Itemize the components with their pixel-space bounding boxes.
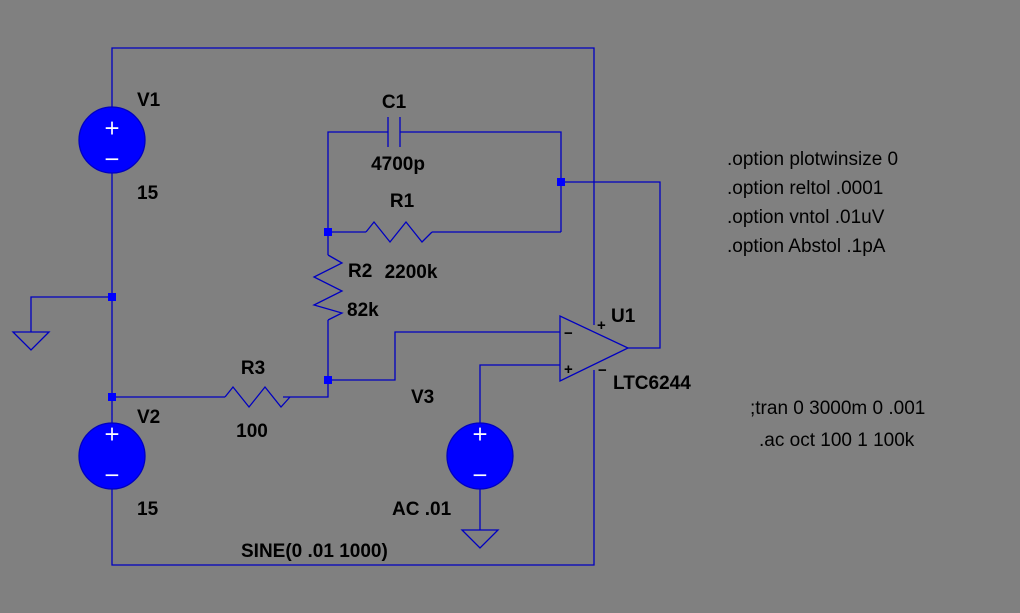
r3-name: R3 — [241, 358, 265, 379]
v3-sine-value: SINE(0 .01 1000) — [241, 541, 388, 562]
supply-plus-sign: + — [597, 317, 606, 334]
junction-dot-feedback-right — [557, 178, 565, 186]
junction-dot-feedback-left — [324, 228, 332, 236]
u1-name: U1 — [611, 306, 636, 327]
wires[interactable] — [30, 47, 661, 566]
r1-value: 2200k — [385, 262, 438, 283]
junctions — [108, 178, 565, 401]
minus-sign: − — [472, 463, 489, 487]
capacitor-c1[interactable] — [387, 117, 401, 147]
v1-name: V1 — [137, 90, 161, 111]
v1-value: 15 — [137, 183, 159, 204]
v3-ac-value: AC .01 — [392, 499, 452, 520]
ground-icon[interactable] — [11, 331, 51, 351]
noninverting-input-sign: + — [564, 361, 573, 378]
wire-bottom-rail[interactable] — [111, 370, 595, 566]
plus-sign: + — [104, 116, 121, 140]
spice-directives[interactable]: .option plotwinsize 0 .option reltol .00… — [727, 149, 925, 451]
u1-value: LTC6244 — [613, 373, 691, 394]
voltage-source-v2[interactable]: + − — [78, 422, 146, 490]
resistor-r2[interactable] — [312, 254, 344, 321]
source-body[interactable] — [78, 106, 146, 174]
resistor-r3[interactable] — [224, 385, 291, 409]
wire-gnd-branch[interactable] — [30, 296, 112, 332]
plus-sign: + — [472, 422, 489, 446]
directive-ac[interactable]: .ac oct 100 1 100k — [759, 430, 915, 451]
r1-name: R1 — [390, 191, 415, 212]
wire-noninv-to-v3[interactable] — [479, 364, 560, 423]
v2-value: 15 — [137, 499, 159, 520]
minus-sign: − — [104, 147, 121, 171]
directive-option-plotwinsize[interactable]: .option plotwinsize 0 — [727, 149, 898, 170]
v2-name: V2 — [137, 407, 160, 428]
opamp-u1[interactable]: − + + − — [559, 314, 630, 383]
wire-top-rail[interactable] — [111, 47, 595, 325]
source-body[interactable] — [78, 422, 146, 490]
directive-option-reltol[interactable]: .option reltol .0001 — [727, 178, 883, 199]
voltage-source-v3[interactable]: + − — [446, 422, 514, 490]
directive-option-vntol[interactable]: .option vntol .01uV — [727, 207, 885, 228]
ground-icon[interactable] — [460, 529, 500, 549]
source-body[interactable] — [446, 422, 514, 490]
inverting-input-sign: − — [564, 325, 573, 342]
wire-c1-left[interactable] — [327, 131, 388, 232]
r3-value: 100 — [236, 421, 268, 442]
c1-value: 4700p — [371, 154, 425, 175]
directive-tran-commented[interactable]: ;tran 0 3000m 0 .001 — [750, 398, 925, 419]
voltage-source-v1[interactable]: + − — [78, 106, 146, 174]
plus-sign: + — [104, 422, 121, 446]
wire-inv-node-to-opamp[interactable] — [328, 331, 560, 381]
junction-dot-gnd — [108, 293, 116, 301]
wire-r3-to-inv-node[interactable] — [283, 380, 329, 398]
supply-minus-sign: − — [598, 362, 607, 379]
directive-option-abstol[interactable]: .option Abstol .1pA — [727, 236, 886, 257]
wire-output-feedback[interactable] — [561, 181, 661, 349]
resistor-r1[interactable] — [365, 220, 433, 244]
c1-name: C1 — [382, 92, 407, 113]
r2-name: R2 — [348, 261, 372, 282]
v3-name: V3 — [411, 387, 434, 408]
r2-value: 82k — [347, 300, 379, 321]
junction-dot-inv — [324, 376, 332, 384]
junction-dot-v2 — [108, 393, 116, 401]
wire-c1-right[interactable] — [400, 131, 562, 232]
minus-sign: − — [104, 463, 121, 487]
